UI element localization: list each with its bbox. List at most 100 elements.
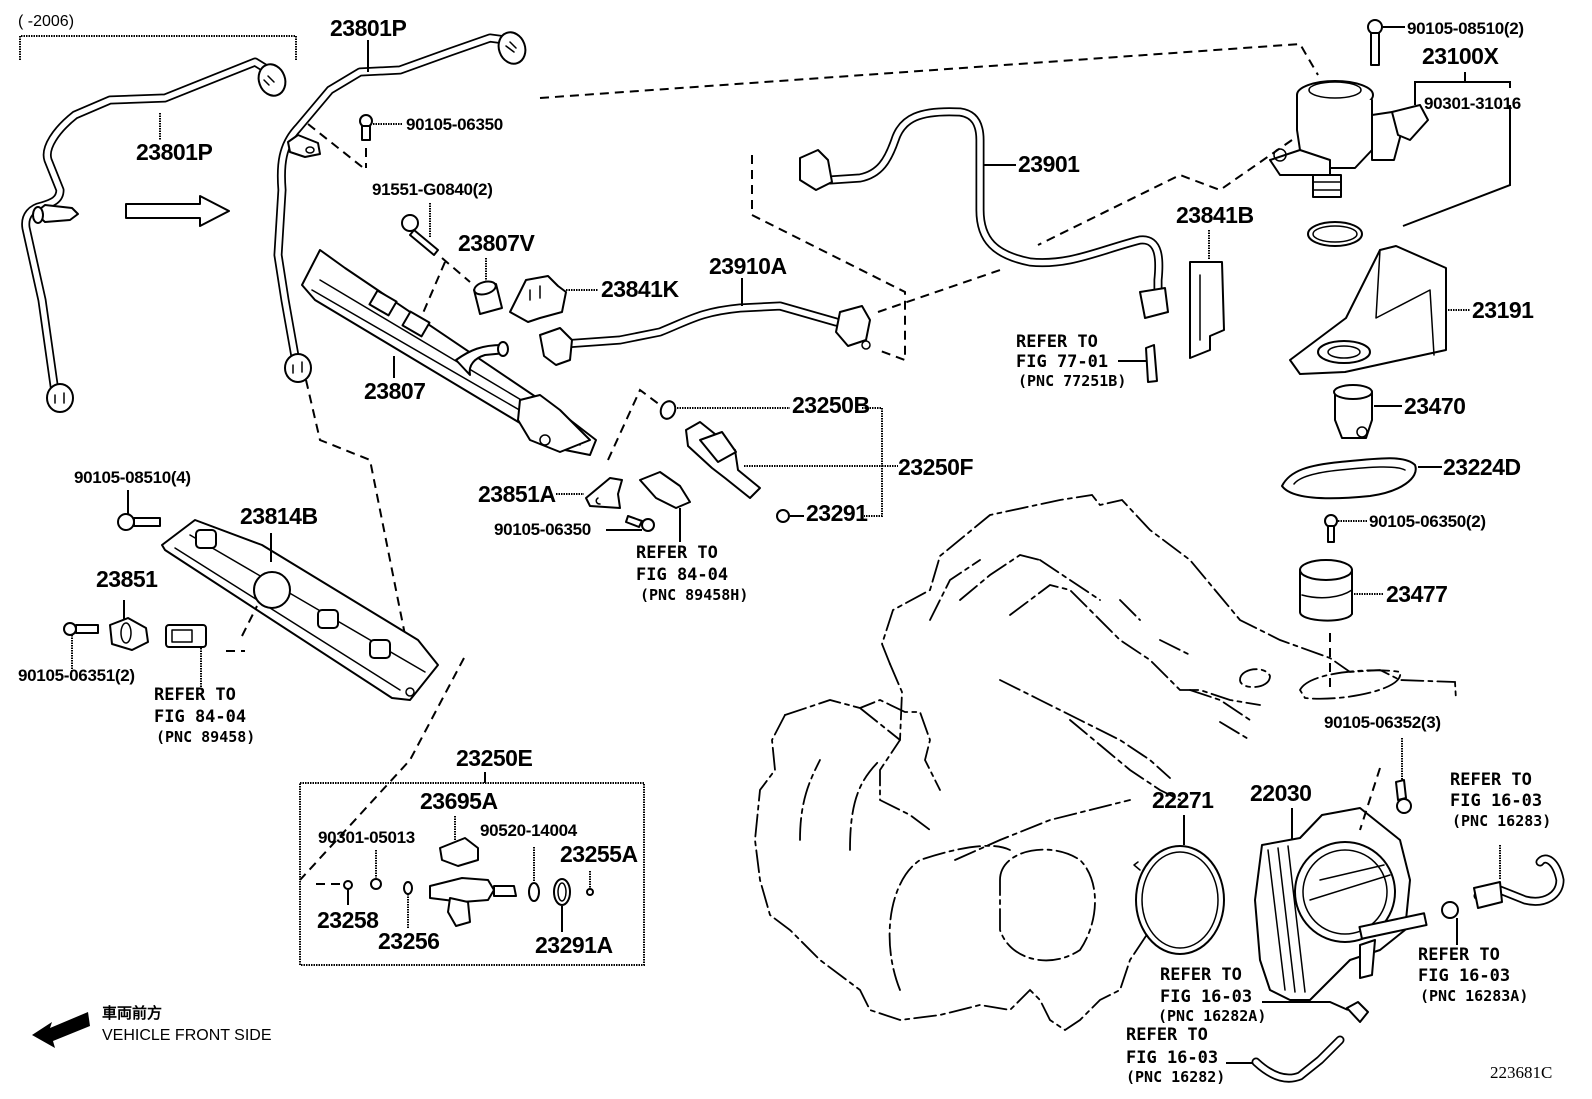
fuel-pipe-new[interactable] (273, 29, 530, 383)
svg-text:23100X: 23100X (1422, 43, 1499, 69)
transition-arrow-icon (125, 195, 230, 227)
svg-text:FIG 77-01: FIG 77-01 (1016, 352, 1108, 372)
svg-text:23250F: 23250F (898, 454, 973, 480)
svg-text:REFER TO: REFER TO (154, 685, 236, 705)
svg-text:23814B: 23814B (240, 503, 318, 529)
svg-text:23470: 23470 (1404, 393, 1465, 419)
hose-16283[interactable] (1473, 845, 1565, 909)
svg-text:23191: 23191 (1472, 297, 1534, 323)
housing-23477[interactable]: 23477 (1299, 559, 1448, 622)
svg-text:23841K: 23841K (601, 276, 679, 302)
connector-23841B[interactable]: 23841B (1176, 202, 1254, 359)
bolt-90105-06350-2[interactable]: 90105-06350(2) (1324, 512, 1486, 543)
vehicle-front-en: VEHICLE FRONT SIDE (102, 1027, 272, 1044)
fuel-rail-23814B[interactable]: 23814B (161, 503, 439, 701)
svg-text:90301-31016: 90301-31016 (1424, 94, 1521, 113)
svg-text:(PNC 16282A): (PNC 16282A) (1158, 1007, 1266, 1025)
fuel-pipe-old[interactable] (21, 57, 290, 413)
spacer-23807V[interactable]: 23807V (458, 230, 536, 315)
reference-fig-16-03-16283[interactable]: REFER TO FIG 16-03 (PNC 16283) (1450, 770, 1551, 830)
svg-text:FIG 16-03: FIG 16-03 (1450, 791, 1542, 811)
reference-fig-16-03-16282A[interactable]: REFER TO FIG 16-03 (PNC 16282A) (1158, 965, 1266, 1025)
svg-text:(PNC 16283A): (PNC 16283A) (1420, 987, 1528, 1005)
bolt-90105-06352-3[interactable]: 90105-06352(3) (1324, 713, 1441, 831)
injector-23250F[interactable]: 23250B 23250F 23291 (658, 392, 974, 526)
svg-text:23291: 23291 (806, 500, 868, 526)
svg-text:(PNC 89458H): (PNC 89458H) (640, 586, 748, 604)
engine-outline (754, 494, 1457, 1032)
svg-text:REFER TO: REFER TO (1450, 770, 1532, 790)
reference-fig-84-04-89458H[interactable]: REFER TO FIG 84-04 (PNC 89458H) (636, 543, 748, 604)
reference-fig-84-04-89458[interactable]: REFER TO FIG 84-04 (PNC 89458) (154, 685, 255, 746)
svg-text:23250B: 23250B (792, 392, 870, 418)
svg-text:23695A: 23695A (420, 788, 498, 814)
throttle-body-22030[interactable]: 22030 (1250, 780, 1459, 1001)
year-range-bracket: ( -2006) (18, 13, 297, 60)
svg-text:90105-08510(4): 90105-08510(4) (74, 468, 191, 487)
illustration-id: 223681C (1490, 1063, 1552, 1082)
svg-text:22030: 22030 (1250, 780, 1311, 806)
bolt-90105-06351-2[interactable]: 90105-06351(2) (18, 622, 135, 685)
gasket-22271[interactable]: 22271 (1133, 787, 1225, 955)
sensor-89458H[interactable] (639, 471, 691, 542)
svg-text:FIG 84-04: FIG 84-04 (154, 707, 246, 727)
bolt-90105-06350-mid[interactable]: 90105-06350 (494, 515, 655, 539)
svg-text:REFER TO: REFER TO (1160, 965, 1242, 985)
insulator-23841K[interactable]: 23841K (509, 275, 680, 323)
injector-kit-box-23250E[interactable]: 23250E 23695A 90301-05013 90520-14004 23… (299, 745, 645, 966)
reference-fig-77-01[interactable]: REFER TO FIG 77-01 (PNC 77251B) (1016, 332, 1158, 390)
svg-text:REFER TO: REFER TO (636, 543, 718, 563)
svg-text:23477: 23477 (1386, 581, 1447, 607)
svg-text:23841B: 23841B (1176, 202, 1254, 228)
svg-text:23910A: 23910A (709, 253, 787, 279)
svg-text:FIG 16-03: FIG 16-03 (1126, 1048, 1218, 1068)
hose-16282[interactable] (1226, 1035, 1345, 1083)
svg-text:90105-06351(2): 90105-06351(2) (18, 666, 135, 685)
svg-text:(PNC 16282): (PNC 16282) (1126, 1068, 1225, 1086)
o-ring-90301-31016[interactable]: 90301-31016 (1307, 94, 1521, 247)
bolt-90105-06350-top[interactable]: 90105-06350 (359, 114, 503, 141)
svg-text:23851: 23851 (96, 566, 158, 592)
svg-text:90105-06350(2): 90105-06350(2) (1369, 512, 1486, 531)
svg-text:23901: 23901 (1018, 151, 1080, 177)
svg-text:FIG 84-04: FIG 84-04 (636, 565, 728, 585)
label-23807: 23807 (364, 356, 426, 404)
svg-text:23255A: 23255A (560, 841, 638, 867)
svg-text:90105-06350: 90105-06350 (494, 520, 591, 539)
reference-fig-16-03-16282[interactable]: REFER TO FIG 16-03 (PNC 16282) (1126, 1025, 1225, 1086)
svg-text:23250E: 23250E (456, 745, 532, 771)
front-arrow-icon (32, 1012, 90, 1048)
svg-text:REFER TO: REFER TO (1126, 1025, 1208, 1045)
svg-text:(PNC 16283): (PNC 16283) (1452, 812, 1551, 830)
svg-text:90301-05013: 90301-05013 (318, 828, 415, 847)
seal-23851[interactable]: 23851 (96, 566, 159, 651)
svg-text:23807V: 23807V (458, 230, 535, 256)
bolt-90105-08510-4[interactable]: 90105-08510(4) (74, 468, 191, 531)
vehicle-front-jp: 車両前方 (102, 1004, 162, 1022)
label-23100X: 23100X (1402, 43, 1511, 227)
svg-text:90520-14004: 90520-14004 (480, 821, 578, 840)
gasket-23224D[interactable]: 23224D (1281, 454, 1521, 500)
clamp-23851A[interactable]: 23851A (478, 477, 623, 509)
sensor-89458[interactable] (165, 624, 245, 688)
svg-text:REFER TO: REFER TO (1418, 945, 1500, 965)
fuel-pump-23100X[interactable] (1269, 80, 1429, 198)
svg-text:(PNC 89458): (PNC 89458) (156, 728, 255, 746)
bolt-91551-G0840[interactable]: 91551-G0840(2) (372, 180, 493, 256)
fuel-hose-23901[interactable]: 23901 (799, 107, 1169, 319)
reference-fig-16-03-16283A[interactable]: REFER TO FIG 16-03 (PNC 16283A) (1418, 918, 1528, 1005)
svg-text:23256: 23256 (378, 928, 439, 954)
svg-text:90105-06352(3): 90105-06352(3) (1324, 713, 1441, 732)
lifter-23470[interactable]: 23470 (1333, 384, 1466, 439)
bolt-90105-08510-2[interactable]: 90105-08510(2) (1367, 19, 1524, 66)
svg-text:FIG 16-03: FIG 16-03 (1160, 987, 1252, 1007)
svg-text:23801P: 23801P (330, 15, 406, 41)
fuel-delivery-pipe-23807[interactable] (301, 249, 597, 456)
svg-text:22271: 22271 (1152, 787, 1214, 813)
vehicle-front-indicator: 車両前方 VEHICLE FRONT SIDE (32, 1004, 272, 1048)
pump-bracket-23191[interactable]: 23191 (1289, 245, 1535, 375)
clip-16282A[interactable] (1262, 1001, 1369, 1023)
svg-text:90105-08510(2): 90105-08510(2) (1407, 19, 1524, 38)
fuel-hose-23910A[interactable]: 23910A (539, 253, 871, 366)
